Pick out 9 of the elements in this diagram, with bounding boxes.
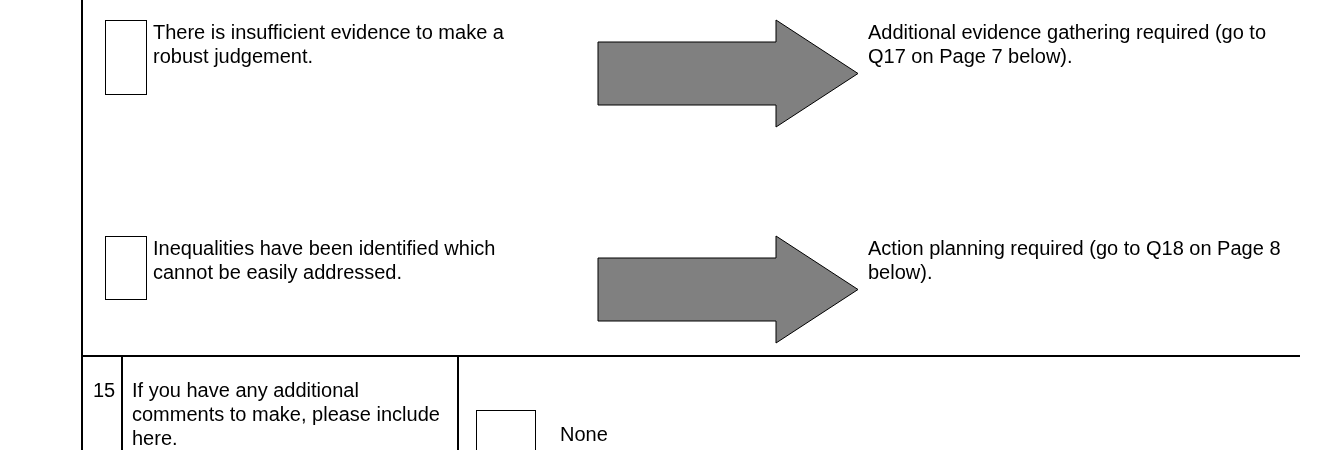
- option-text: Additional evidence gathering required (go to Q17 on Page 7 below).: [868, 20, 1308, 68]
- option-text: None: [560, 422, 609, 446]
- block-arrow: [597, 19, 859, 128]
- option-text: Inequalities have been identified which cannot be easily addressed.: [153, 236, 553, 284]
- question-text: If you have any additional comments to make, please include here.: [132, 378, 441, 450]
- option-text: Action planning required (go to Q18 on Page 8 below).: [868, 236, 1308, 284]
- option-text: There is insufficient evidence to make a robust judgement.: [153, 20, 553, 68]
- row-number: 15: [93, 378, 117, 402]
- block-arrow: [597, 235, 859, 344]
